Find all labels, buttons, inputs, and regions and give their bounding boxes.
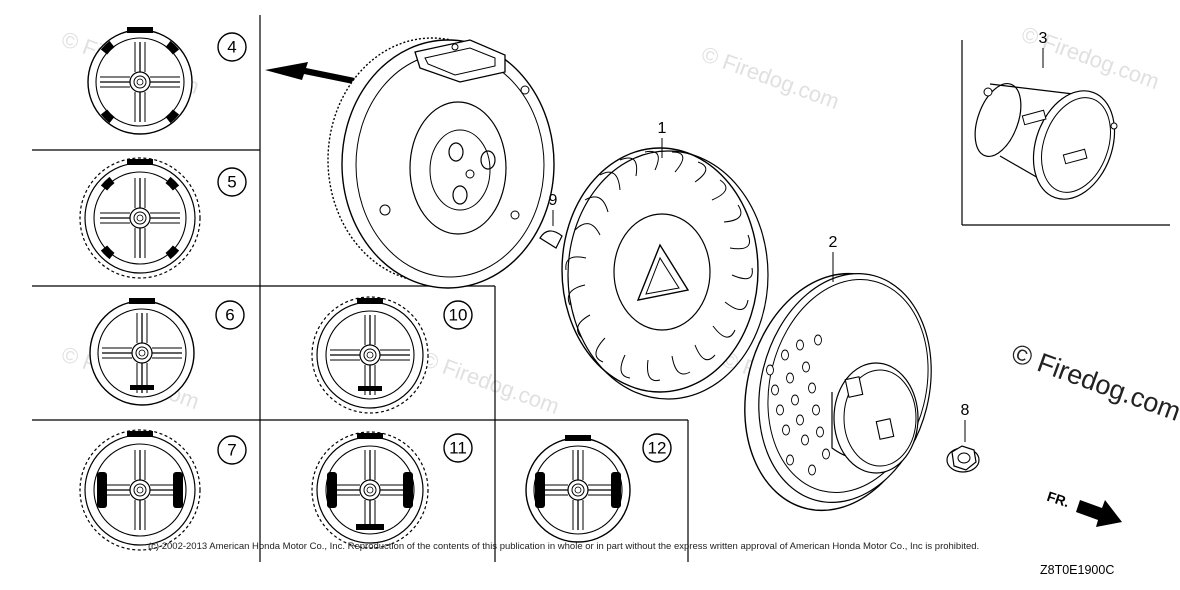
variant-7-rotor (79, 429, 201, 551)
callout-5: 5 (217, 167, 247, 197)
woodruff-key (539, 230, 563, 249)
svg-text:2: 2 (829, 234, 838, 251)
variant-6-rotor (89, 298, 195, 406)
callout-2: 2 (829, 234, 838, 282)
callout-3: 3 (1039, 30, 1048, 68)
variant-12-rotor (525, 435, 631, 543)
callout-10: 10 (443, 300, 473, 330)
starter-cup (974, 62, 1135, 200)
svg-text:1: 1 (658, 120, 667, 137)
svg-text:8: 8 (961, 402, 970, 419)
reference-arrow (265, 62, 355, 84)
callout-7: 7 (217, 435, 247, 465)
svg-text:5: 5 (227, 173, 236, 192)
flywheel (327, 37, 555, 289)
variant-11-rotor (311, 431, 429, 549)
variant-10-rotor (311, 296, 429, 414)
variant-4-rotor (87, 27, 193, 135)
callout-8: 8 (961, 402, 970, 442)
svg-text:6: 6 (225, 306, 234, 325)
callout-1: 1 (658, 120, 667, 158)
cooling-fan (561, 147, 769, 400)
svg-text:12: 12 (648, 439, 667, 458)
callout-11: 11 (443, 433, 473, 463)
callout-6: 6 (215, 300, 245, 330)
starter-pulley (744, 272, 932, 512)
svg-text:9: 9 (549, 192, 558, 209)
faint-watermark-5: © Firedog.com (418, 346, 562, 419)
faint-watermark-1: © Firedog.com (698, 41, 842, 114)
front-direction-arrow (1076, 500, 1122, 527)
variant-5-rotor (79, 157, 201, 279)
callout-4: 4 (217, 32, 247, 62)
diagram-code: Z8T0E1900C (1040, 563, 1115, 577)
svg-text:11: 11 (449, 439, 467, 458)
svg-text:3: 3 (1039, 30, 1048, 47)
flange-nut (946, 445, 980, 473)
callout-12: 12 (642, 433, 672, 463)
svg-text:10: 10 (449, 306, 468, 325)
callout-9: 9 (549, 192, 558, 226)
copyright-notice: (c) 2002-2013 American Honda Motor Co., … (148, 541, 980, 552)
panel-grid (32, 15, 1170, 562)
svg-text:4: 4 (227, 38, 236, 57)
svg-text:7: 7 (227, 441, 236, 460)
